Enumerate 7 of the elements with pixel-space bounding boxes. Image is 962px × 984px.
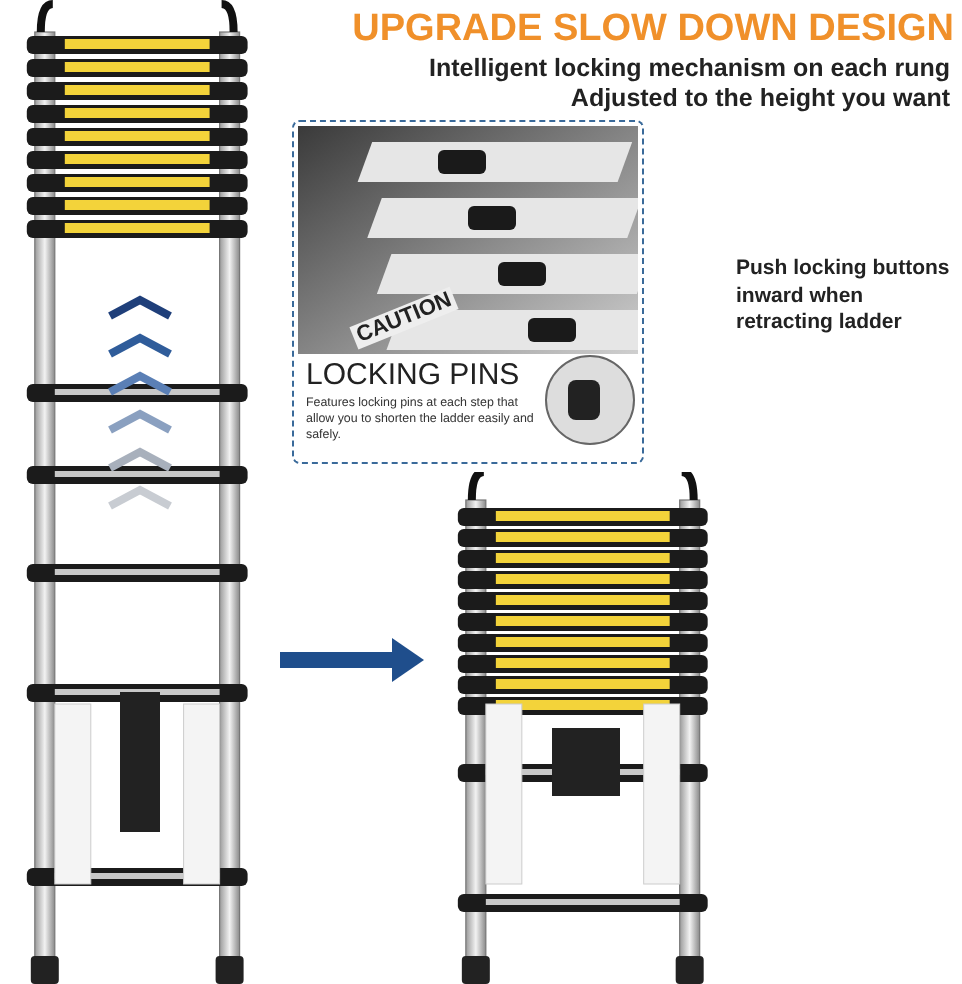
- subtitle: Intelligent locking mechanism on each rung: [429, 54, 950, 82]
- info-panel: [292, 120, 644, 464]
- arrow: [280, 638, 424, 682]
- subtitle: Adjusted to the height you want: [570, 84, 950, 112]
- callout-text: Push locking buttons inward when retracting ladder: [736, 256, 952, 338]
- panel-heading: LOCKING PINS: [306, 358, 520, 392]
- title: UPGRADE SLOW DOWN DESIGN: [352, 8, 954, 52]
